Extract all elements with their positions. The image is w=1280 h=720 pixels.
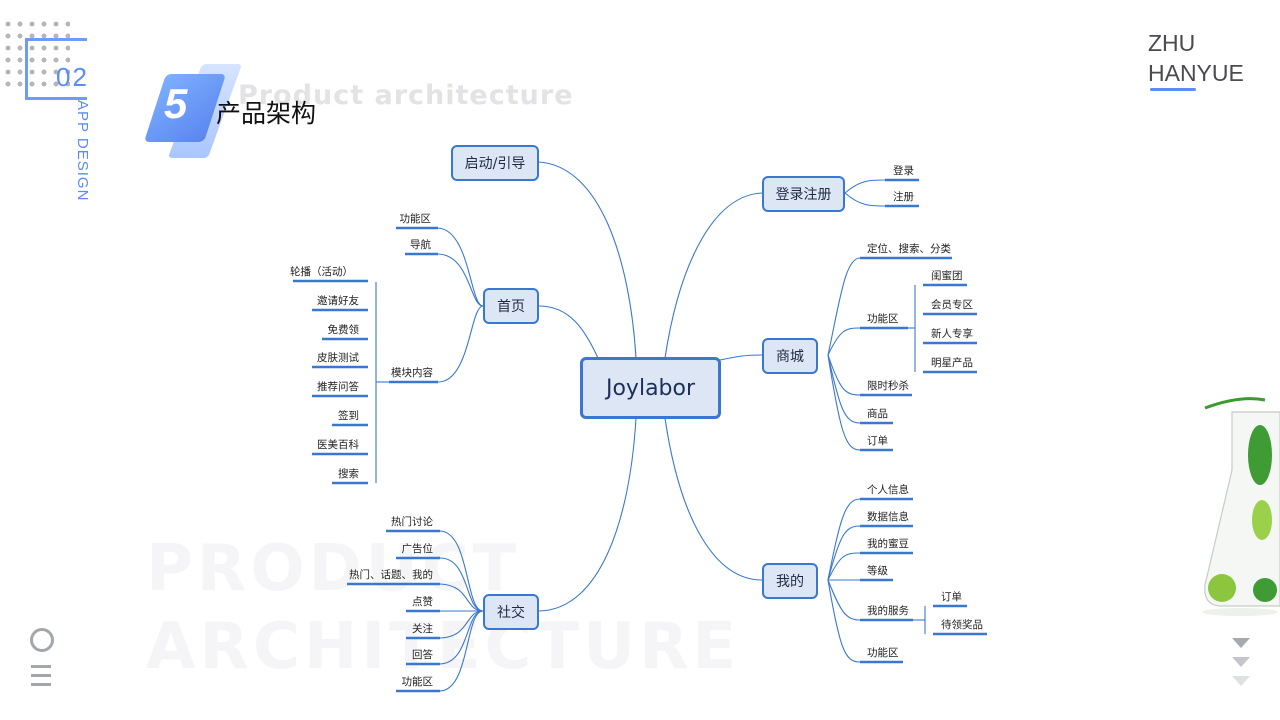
leaf-mall-function[interactable]: 功能区 (867, 313, 899, 325)
leaf-mall-sub[interactable]: 明星产品 (931, 357, 973, 369)
circle-icon[interactable] (30, 628, 54, 652)
node-home[interactable]: 首页 (483, 288, 539, 324)
leaf-mine[interactable]: 我的蜜豆 (867, 538, 909, 550)
node-startup[interactable]: 启动/引导 (451, 145, 539, 181)
leaf-mine[interactable]: 数据信息 (867, 511, 909, 523)
leaf-mine-sub[interactable]: 订单 (941, 591, 962, 603)
brand-line2: HANYUE (1148, 60, 1244, 86)
watermark-line1: PRODUCT (146, 532, 521, 606)
node-mall[interactable]: 商城 (762, 338, 818, 374)
leaf-social[interactable]: 热门、话题、我的 (349, 569, 433, 581)
leaf-mine[interactable]: 功能区 (867, 647, 899, 659)
leaf-social[interactable]: 点赞 (412, 596, 433, 608)
brand-underline (1150, 88, 1196, 91)
leaf-social[interactable]: 关注 (412, 623, 433, 635)
leaf-login[interactable]: 登录 (893, 165, 914, 177)
leaf-mall-sub[interactable]: 闺蜜团 (931, 270, 963, 282)
leaf-module[interactable]: 皮肤测试 (317, 352, 359, 364)
leaf-module[interactable]: 推荐问答 (317, 381, 359, 393)
menu-icon-bar[interactable] (31, 665, 51, 668)
leaf-mine[interactable]: 个人信息 (867, 484, 909, 496)
node-login[interactable]: 登录注册 (762, 176, 845, 212)
chevron-down-icon[interactable] (1232, 638, 1250, 648)
leaf-mine-sub[interactable]: 待领奖品 (941, 619, 983, 631)
leaf-home-modules[interactable]: 模块内容 (391, 367, 433, 379)
leaf-module[interactable]: 邀请好友 (317, 295, 359, 307)
brand-line1: ZHU (1148, 30, 1196, 56)
leaf-register[interactable]: 注册 (893, 191, 914, 203)
leaf-social[interactable]: 热门讨论 (391, 516, 433, 528)
page-title: 产品架构 (216, 99, 317, 128)
leaf-module[interactable]: 轮播（活动） (290, 266, 353, 278)
section-label: APP DESIGN (74, 100, 91, 202)
dot-grid-decoration (2, 18, 70, 88)
leaf-mall[interactable]: 定位、搜索、分类 (867, 243, 951, 255)
leaf-module[interactable]: 免费领 (327, 324, 360, 336)
menu-icon-bar[interactable] (31, 674, 51, 677)
leaf-social[interactable]: 回答 (412, 649, 433, 661)
badge-number: 5 (164, 80, 188, 127)
leaf-module[interactable]: 搜索 (338, 468, 359, 480)
section-number: 02 (56, 62, 89, 92)
bracket-decoration (25, 38, 87, 100)
leaf-module[interactable]: 签到 (338, 410, 359, 422)
leaf-mine-service[interactable]: 我的服务 (867, 605, 909, 617)
chevron-down-icon (1232, 676, 1250, 686)
leaf-social[interactable]: 广告位 (401, 543, 434, 555)
node-mine[interactable]: 我的 (762, 563, 818, 599)
leaf-mall[interactable]: 商品 (867, 408, 888, 420)
leaf-social[interactable]: 功能区 (401, 676, 434, 688)
leaf-mall-sub[interactable]: 会员专区 (931, 299, 973, 311)
leaf-mall-sub[interactable]: 新人专享 (931, 328, 973, 340)
menu-icon-bar[interactable] (31, 683, 51, 686)
leaf-module[interactable]: 医美百科 (317, 439, 359, 451)
root-node[interactable]: Joylabor (580, 357, 721, 419)
leaf-home-nav[interactable]: 导航 (410, 239, 431, 251)
node-social[interactable]: 社交 (483, 594, 539, 630)
leaf-home-function[interactable]: 功能区 (399, 213, 432, 225)
brand-name: ZHU HANYUE (1148, 28, 1244, 88)
leaf-mall[interactable]: 限时秒杀 (867, 380, 909, 392)
watermark-line2: ARCHITECTURE (146, 610, 741, 684)
leaf-mine[interactable]: 等级 (867, 565, 888, 577)
leaf-mall[interactable]: 订单 (867, 435, 888, 447)
chevron-down-icon (1232, 657, 1250, 667)
subtitle-english: Product architecture (238, 80, 574, 111)
